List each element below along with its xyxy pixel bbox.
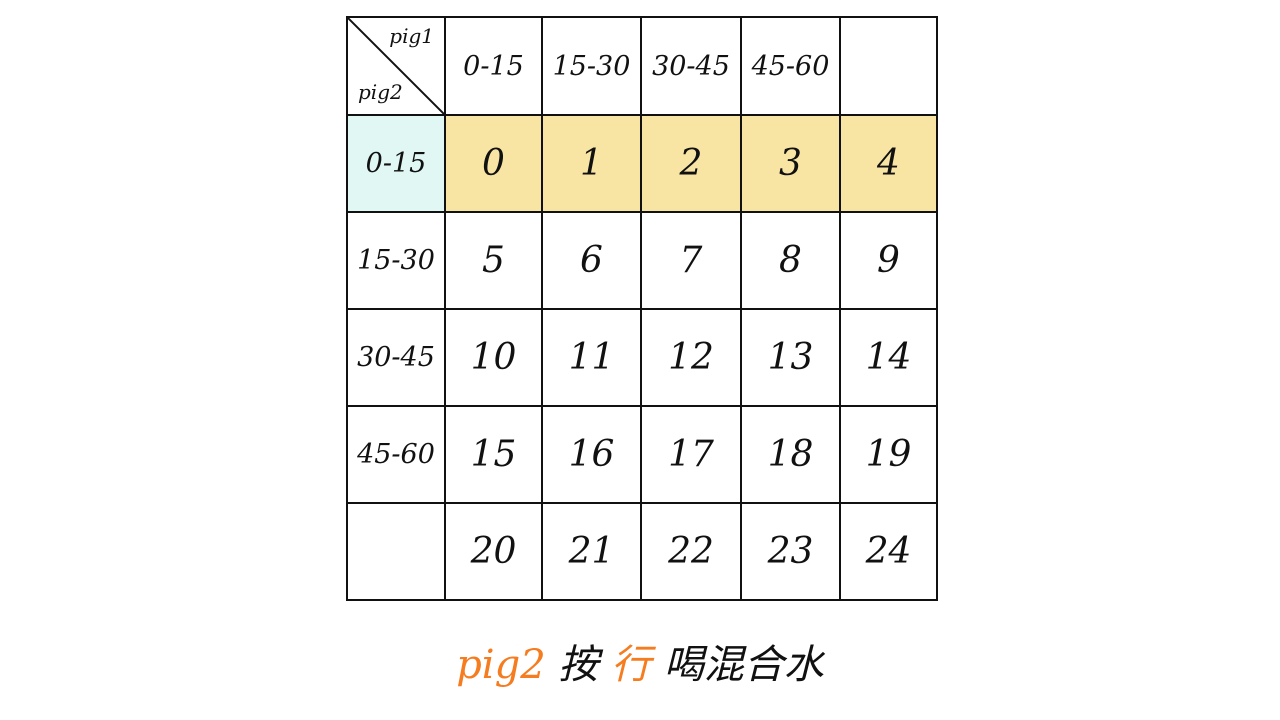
caption-hang: 行: [611, 642, 652, 688]
corner-bottom-label: pig2: [358, 80, 403, 104]
grid-cell: 6: [541, 211, 642, 310]
table-row: 20 21 22 23 24: [346, 502, 938, 601]
column-header: [839, 16, 938, 116]
grid-cell: 9: [839, 211, 938, 310]
grid-cell: 12: [640, 308, 742, 407]
row-header: [346, 502, 446, 601]
grid-cell: 24: [839, 502, 938, 601]
caption-pig2: pig2: [456, 642, 546, 688]
grid-cell: 10: [444, 308, 543, 407]
grid-cell: 4: [839, 114, 938, 213]
table-row: 0-15 0 1 2 3 4: [346, 114, 938, 213]
grid-cell: 16: [541, 405, 642, 504]
corner-cell: pig1 pig2: [346, 16, 446, 116]
grid-cell: 14: [839, 308, 938, 407]
grid-cell: 5: [444, 211, 543, 310]
grid-cell: 7: [640, 211, 742, 310]
grid-cell: 15: [444, 405, 543, 504]
corner-top-label: pig1: [389, 24, 434, 48]
grid-cell: 22: [640, 502, 742, 601]
column-header: 0-15: [444, 16, 543, 116]
grid-cell: 23: [740, 502, 841, 601]
caption-rest: 喝混合水: [663, 642, 824, 688]
column-header: 30-45: [640, 16, 742, 116]
grid-cell: 1: [541, 114, 642, 213]
pig-grid-table: pig1 pig2 0-15 15-30 30-45 45-60 0-15 0 …: [346, 16, 938, 601]
column-header: 15-30: [541, 16, 642, 116]
grid-cell: 18: [740, 405, 841, 504]
grid-cell: 17: [640, 405, 742, 504]
row-header: 30-45: [346, 308, 446, 407]
grid-cell: 21: [541, 502, 642, 601]
grid-cell: 20: [444, 502, 543, 601]
row-header: 45-60: [346, 405, 446, 504]
grid-cell: 11: [541, 308, 642, 407]
diagonal-line: [349, 19, 443, 113]
grid-cell: 13: [740, 308, 841, 407]
header-row: pig1 pig2 0-15 15-30 30-45 45-60: [346, 16, 938, 116]
grid-cell: 0: [444, 114, 543, 213]
caption-an: 按: [558, 642, 599, 688]
caption: pig2 按 行 喝混合水: [0, 632, 1280, 690]
table-row: 45-60 15 16 17 18 19: [346, 405, 938, 504]
grid-cell: 2: [640, 114, 742, 213]
row-header: 0-15: [346, 114, 446, 213]
column-header: 45-60: [740, 16, 841, 116]
grid-cell: 19: [839, 405, 938, 504]
table-row: 30-45 10 11 12 13 14: [346, 308, 938, 407]
grid-cell: 3: [740, 114, 841, 213]
row-header: 15-30: [346, 211, 446, 310]
table-row: 15-30 5 6 7 8 9: [346, 211, 938, 310]
grid-cell: 8: [740, 211, 841, 310]
